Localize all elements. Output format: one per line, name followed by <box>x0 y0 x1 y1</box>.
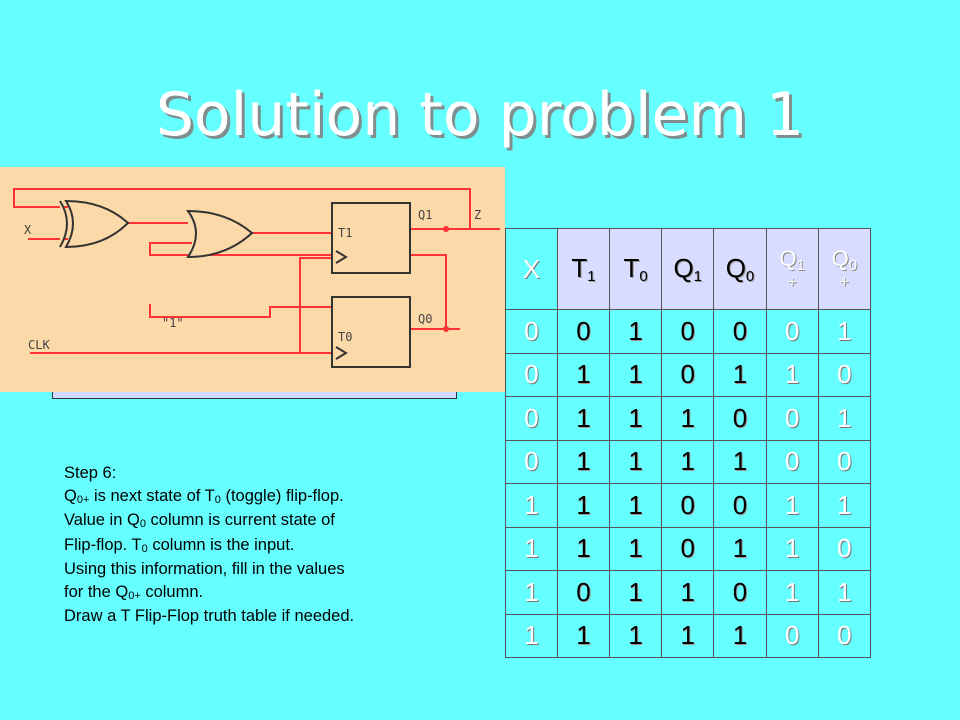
table-cell: 1 <box>556 613 611 658</box>
table-cell: 0 <box>713 309 767 354</box>
table-cell: 1 <box>556 396 611 441</box>
table-header-cell: Q1 <box>661 228 715 310</box>
table-cell: 0 <box>661 309 715 354</box>
table-cell: 1 <box>608 396 663 441</box>
table-cell: 1 <box>661 439 715 484</box>
table-header-cell: Q1+ <box>765 228 819 310</box>
circuit-diagram: X Q1 Z T1 "1" T0 Q0 CLK <box>0 167 505 392</box>
table-cell: 0 <box>817 352 872 397</box>
table-cell: 0 <box>661 526 715 571</box>
table-cell: 1 <box>608 570 663 615</box>
table-cell: 1 <box>505 570 558 615</box>
table-cell: 1 <box>661 570 715 615</box>
table-cell: 1 <box>713 526 767 571</box>
table-cell: 1 <box>713 439 767 484</box>
step-line-2: Value in Q0 column is current state of <box>64 511 335 530</box>
table-cell: 0 <box>765 613 819 658</box>
table-cell: 1 <box>713 352 767 397</box>
table-cell: 1 <box>608 309 663 354</box>
table-cell: 1 <box>661 613 715 658</box>
table-cell: 1 <box>608 483 663 528</box>
step-line-6: Draw a T Flip-Flop truth table if needed… <box>64 607 355 625</box>
table-cell: 1 <box>505 526 558 571</box>
table-cell: 1 <box>505 613 558 658</box>
circuit-schematic: X Q1 Z T1 "1" T0 Q0 CLK <box>13 188 500 368</box>
constant-one-label: "1" <box>162 316 184 330</box>
table-cell: 0 <box>505 352 558 397</box>
table-cell: 1 <box>817 570 872 615</box>
step-line-5: for the Q0+ column. <box>64 582 204 602</box>
table-cell: 0 <box>817 439 872 484</box>
table-cell: 1 <box>608 352 663 397</box>
table-cell: 0 <box>765 309 819 354</box>
step-line-3: Flip-flop. T0 column is the input. <box>64 535 295 555</box>
table-cell: 0 <box>505 396 558 441</box>
z-output-label: Z <box>474 208 481 222</box>
table-cell: 1 <box>556 439 611 484</box>
t1-label: T1 <box>338 226 352 240</box>
table-cell: 0 <box>765 439 819 484</box>
table-cell: 1 <box>608 613 663 658</box>
x-input-label: X <box>24 223 32 237</box>
table-header-cell: T0 <box>608 228 663 310</box>
table-cell: 1 <box>505 483 558 528</box>
table-cell: 1 <box>608 439 663 484</box>
table-cell: 1 <box>661 396 715 441</box>
table-cell: 0 <box>713 570 767 615</box>
step-line-4: Using this information, fill in the valu… <box>64 560 345 578</box>
table-cell: 1 <box>817 396 872 441</box>
table-cell: 1 <box>817 309 872 354</box>
table-cell: 1 <box>556 483 611 528</box>
table-header-cell: Q0+ <box>817 228 872 310</box>
clk-label: CLK <box>28 338 50 352</box>
q0-output-label: Q0 <box>418 312 432 326</box>
table-cell: 1 <box>713 613 767 658</box>
q1-output-label: Q1 <box>418 208 432 222</box>
table-cell: 0 <box>713 396 767 441</box>
step-instructions: Step 6: Q0+ is next state of T0 (toggle)… <box>64 462 464 628</box>
step-line-1: Q0+ is next state of T0 (toggle) flip-fl… <box>64 486 344 506</box>
table-cell: 0 <box>556 309 611 354</box>
table-cell: 0 <box>765 396 819 441</box>
table-cell: 0 <box>556 570 611 615</box>
table-cell: 0 <box>817 526 872 571</box>
table-header-cell: Q0 <box>713 228 767 310</box>
table-cell: 0 <box>505 309 558 354</box>
table-cell: 1 <box>765 352 819 397</box>
table-cell: 0 <box>817 613 872 658</box>
table-cell: 0 <box>713 483 767 528</box>
step-heading: Step 6: <box>64 464 117 482</box>
table-cell: 1 <box>556 526 611 571</box>
table-cell: 1 <box>765 483 819 528</box>
table-cell: 1 <box>765 570 819 615</box>
slide-title: Solution to problem 1 <box>155 80 805 150</box>
table-cell: 1 <box>817 483 872 528</box>
t0-label: T0 <box>338 330 352 344</box>
table-cell: 1 <box>608 526 663 571</box>
table-cell: 0 <box>661 483 715 528</box>
table-cell: 0 <box>661 352 715 397</box>
table-cell: 1 <box>556 352 611 397</box>
table-cell: 1 <box>765 526 819 571</box>
table-header-cell: X <box>505 228 558 310</box>
table-cell: 0 <box>505 439 558 484</box>
table-header-cell: T1 <box>556 228 611 310</box>
